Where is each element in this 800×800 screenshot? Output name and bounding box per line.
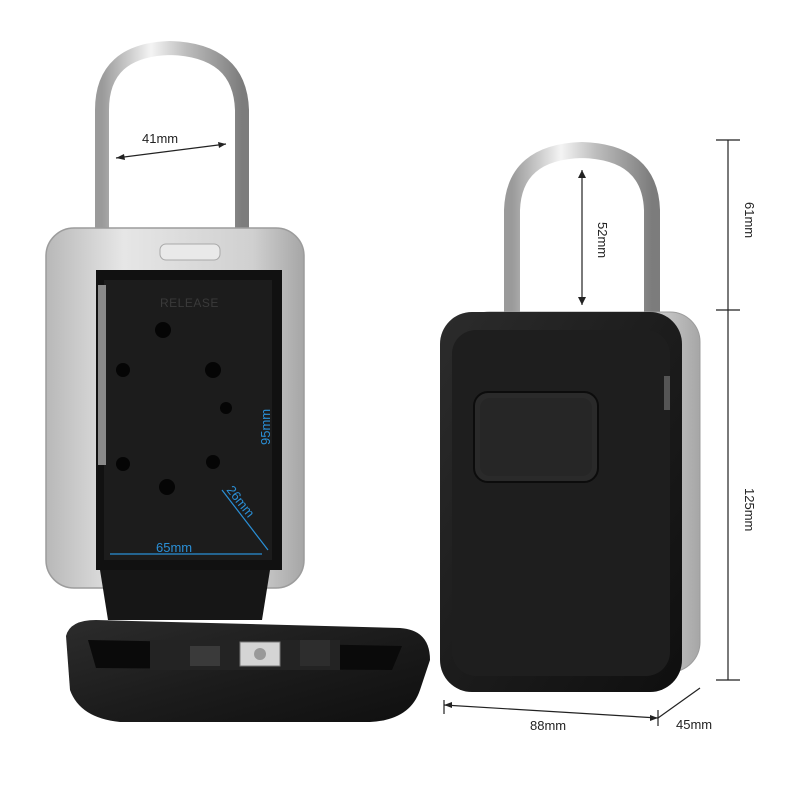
dim-label-95mm: 95mm (258, 409, 273, 445)
dim-65mm: 65mm (110, 540, 262, 555)
dim-41mm: 41mm (115, 131, 227, 160)
closed-lockbox (440, 141, 701, 692)
dim-125mm: 125mm (716, 310, 757, 681)
dim-label-61mm: 61mm (742, 202, 757, 238)
dim-95mm: 95mm (258, 409, 273, 445)
dim-52mm: 52mm (578, 170, 610, 305)
left-shackle (95, 40, 249, 247)
dim-label-65mm: 65mm (156, 540, 192, 555)
open-lockbox: RELEASE (45, 40, 430, 722)
release-label: RELEASE (160, 296, 219, 310)
dim-label-52mm: 52mm (595, 222, 610, 258)
dim-45mm: 45mm (657, 687, 712, 732)
dim-label-88mm: 88mm (530, 718, 566, 733)
dim-88mm: 88mm (443, 700, 659, 733)
dim-label-125mm: 125mm (742, 488, 757, 531)
right-shackle (504, 141, 660, 328)
dim-label-41mm: 41mm (142, 131, 178, 146)
dim-label-45mm: 45mm (676, 717, 712, 732)
dim-61mm: 61mm (716, 139, 757, 311)
left-lid (66, 620, 430, 722)
